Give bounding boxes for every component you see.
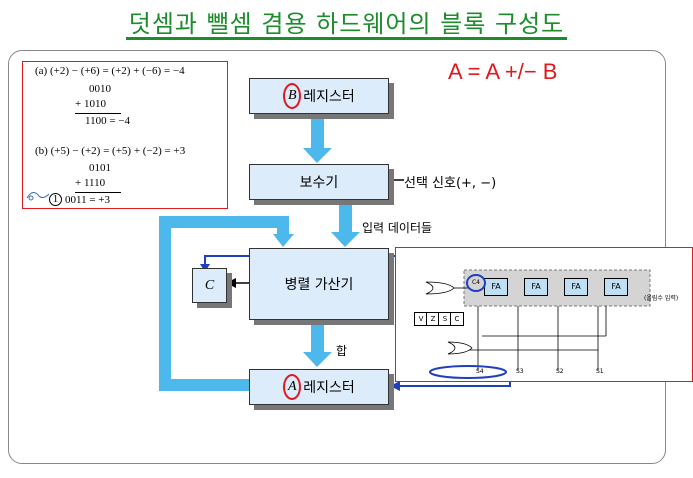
- example-b-operand1: 0101: [89, 162, 111, 174]
- example-a-operand2: + 1010: [75, 98, 106, 110]
- formula: A = A +/− B: [448, 59, 558, 84]
- fa-cell-1: FA: [604, 278, 628, 296]
- example-b-rule: [75, 192, 121, 193]
- sum-output-2: S2: [556, 368, 564, 375]
- example-b-result: 0011 = +3: [65, 194, 110, 206]
- carry-flag-label: C: [204, 277, 215, 293]
- sum-output-3: S3: [516, 368, 524, 375]
- a-register-label: 레지스터: [303, 380, 355, 396]
- a-register-letter: A: [283, 374, 302, 400]
- sum-output-4: S4: [476, 368, 484, 375]
- fa-cell-2: FA: [564, 278, 588, 296]
- title-underline: [126, 37, 567, 40]
- example-a-result: 1100 = −4: [85, 115, 130, 127]
- sum-output-1: S1: [596, 368, 604, 375]
- fa-cell-4: FA: [484, 278, 508, 296]
- flag-s: S: [438, 312, 452, 326]
- carry-flag-block: C: [192, 268, 227, 303]
- c4-highlight: C4: [466, 274, 486, 292]
- select-signal-label: 선택 신호(+, −): [404, 176, 497, 191]
- adder-circuit-panel: FA FA FA FA C4 (올림수 입력) V Z S C S4 S3 S2…: [395, 247, 693, 382]
- b-register-letter: B: [283, 83, 302, 109]
- example-b-carry: 1: [49, 193, 62, 206]
- complementer-label: 보수기: [299, 175, 339, 191]
- example-b-operand2: + 1110: [75, 177, 106, 189]
- input-data-label: 입력 데이터들: [362, 221, 433, 235]
- fa-cell-3: FA: [524, 278, 548, 296]
- example-box: (a) (+2) − (+6) = (+2) + (−6) = −4 0010 …: [22, 61, 228, 209]
- b-register-label: 레지스터: [303, 89, 355, 105]
- b-register-block: B 레지스터: [249, 78, 389, 114]
- sum-label: 합: [336, 344, 348, 358]
- page-title: 덧셈과 뺄셈 겸용 하드웨어의 블록 구성도: [128, 10, 565, 38]
- example-a-operand1: 0010: [89, 83, 111, 95]
- c0-note: (올림수 입력): [644, 295, 679, 302]
- parallel-adder-label: 병렬 가산기: [284, 277, 354, 293]
- parallel-adder-block: 병렬 가산기: [249, 248, 389, 320]
- example-a-equation: (a) (+2) − (+6) = (+2) + (−6) = −4: [35, 65, 185, 77]
- a-register-block: A 레지스터: [249, 369, 389, 405]
- flag-c: C: [450, 312, 464, 326]
- carry-discard-mark: [26, 192, 50, 201]
- complementer-block: 보수기: [249, 164, 389, 200]
- example-b-equation: (b) (+5) − (+2) = (+5) + (−2) = +3: [35, 145, 186, 157]
- example-a-rule: [75, 113, 121, 114]
- flag-z: Z: [426, 312, 440, 326]
